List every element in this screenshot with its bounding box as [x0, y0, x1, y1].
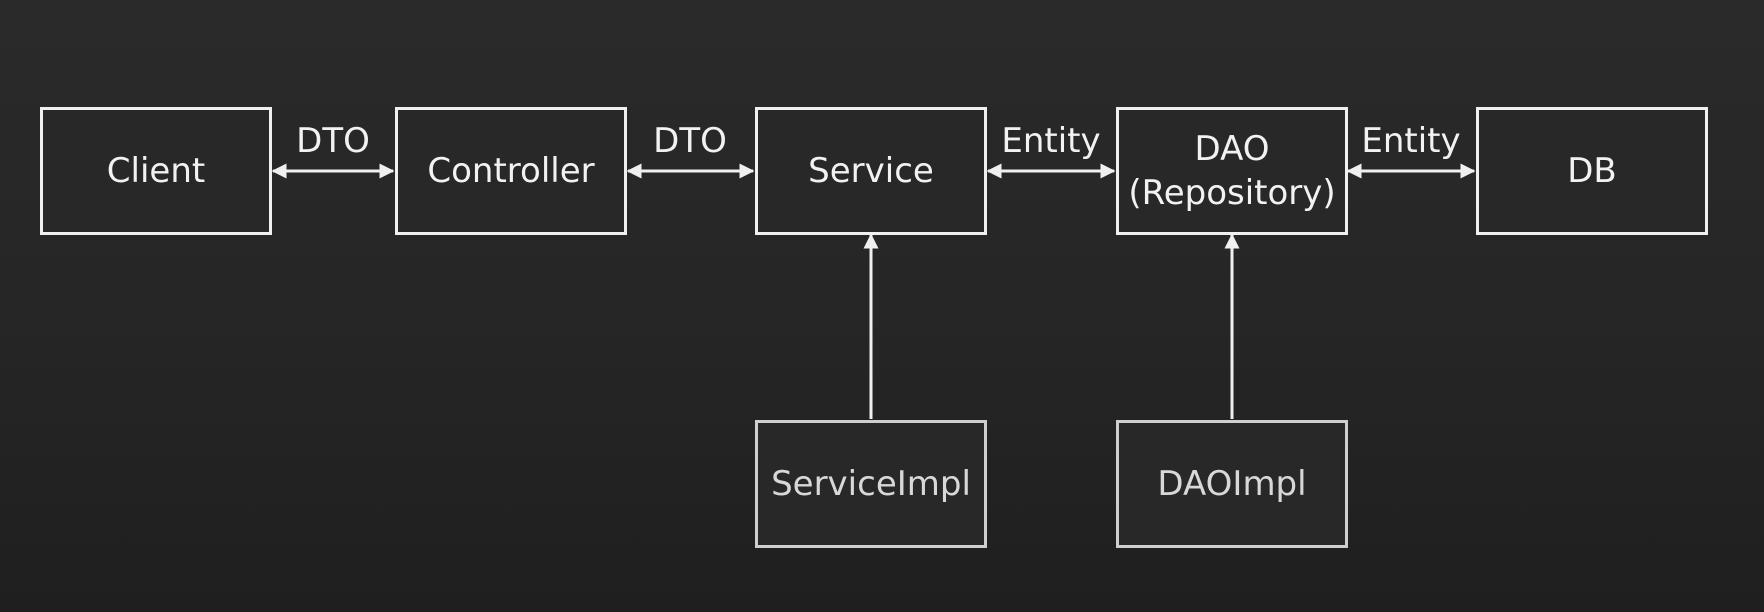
- node-db-label: DB: [1567, 151, 1617, 191]
- node-client: Client: [40, 107, 272, 235]
- edge-label-client-controller: DTO: [296, 121, 370, 161]
- node-service-label: Service: [808, 151, 934, 191]
- node-db: DB: [1476, 107, 1708, 235]
- node-service-impl: ServiceImpl: [755, 420, 987, 548]
- node-dao-label: DAO: [1194, 129, 1270, 169]
- edge-label-dao-db: Entity: [1361, 121, 1461, 161]
- node-service-impl-label: ServiceImpl: [771, 464, 971, 504]
- node-controller-label: Controller: [427, 151, 595, 191]
- node-dao-impl: DAOImpl: [1116, 420, 1348, 548]
- node-dao: DAO (Repository): [1116, 107, 1348, 235]
- node-dao-sublabel: (Repository): [1128, 173, 1336, 213]
- edge-label-controller-service: DTO: [653, 121, 727, 161]
- node-service: Service: [755, 107, 987, 235]
- node-dao-impl-label: DAOImpl: [1157, 464, 1307, 504]
- node-client-label: Client: [106, 151, 206, 191]
- node-controller: Controller: [395, 107, 627, 235]
- edge-label-service-dao: Entity: [1001, 121, 1101, 161]
